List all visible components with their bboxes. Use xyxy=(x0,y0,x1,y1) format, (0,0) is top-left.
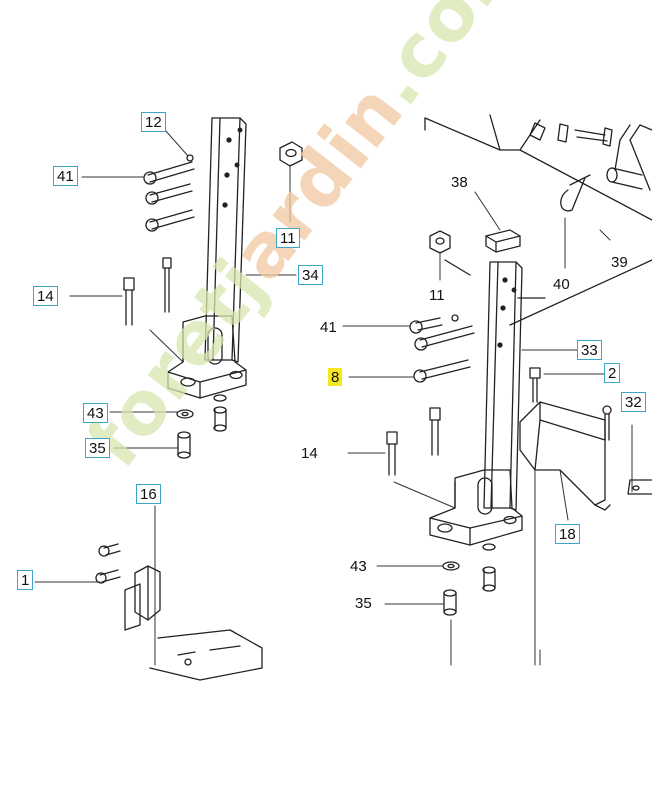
right-upright-post xyxy=(483,261,523,511)
label-35-left: 35 xyxy=(85,438,110,458)
label-35-right: 35 xyxy=(355,595,372,612)
label-16: 16 xyxy=(136,484,161,504)
bracket-16 xyxy=(95,543,161,631)
right-post-base xyxy=(429,469,523,546)
label-14-left: 14 xyxy=(33,286,58,306)
label-12: 12 xyxy=(141,112,166,132)
left-bolts xyxy=(123,141,303,459)
label-11-right: 11 xyxy=(429,287,445,304)
label-41-right: 41 xyxy=(320,319,337,336)
label-43-right: 43 xyxy=(350,558,367,575)
bracket-32 xyxy=(627,479,652,495)
pin-parts xyxy=(529,122,652,212)
label-14-right: 14 xyxy=(301,445,318,462)
label-2: 2 xyxy=(604,363,621,383)
label-40: 40 xyxy=(553,276,570,293)
label-41-left: 41 xyxy=(53,166,78,186)
left-leader-lines xyxy=(34,129,297,666)
label-33: 33 xyxy=(577,340,602,360)
right-bolts xyxy=(386,230,612,616)
guard-plate-18 xyxy=(519,401,611,511)
label-8-highlighted: 8 xyxy=(328,368,343,386)
left-post-base xyxy=(167,315,247,399)
label-34: 34 xyxy=(298,265,323,285)
right-leader-lines xyxy=(342,191,633,666)
label-39: 39 xyxy=(611,254,628,271)
left-upright-post xyxy=(204,117,247,363)
post-cap-38 xyxy=(485,229,521,253)
label-38: 38 xyxy=(451,174,468,191)
right-frame-lines xyxy=(424,114,652,326)
label-18: 18 xyxy=(555,524,580,544)
label-11-left: 11 xyxy=(276,228,300,248)
label-1: 1 xyxy=(17,570,34,590)
left-frame-lower xyxy=(149,629,263,681)
label-32: 32 xyxy=(621,392,646,412)
label-43-left: 43 xyxy=(83,403,108,423)
